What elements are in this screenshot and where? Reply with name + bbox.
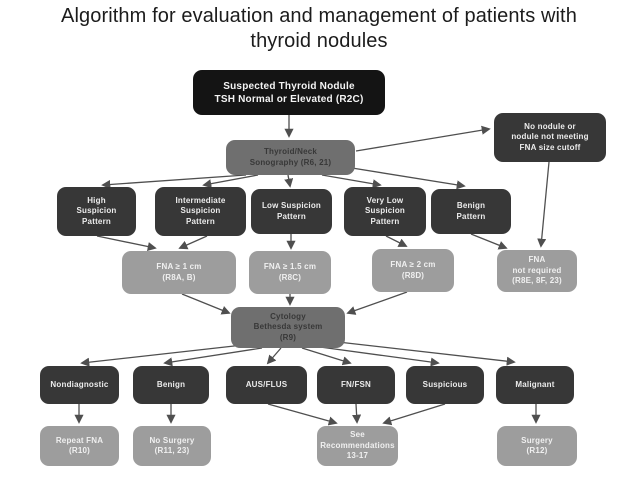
node-fn-fsn: FN/FSN [317,366,395,404]
edge-cytology-to-aus_flus [266,347,282,365]
edge-benign_pattern-to-fna_not_required [470,233,508,250]
node-nondiagnostic: Nondiagnostic [40,366,119,404]
edge-no_nodule-to-fna_not_required [537,161,550,248]
node-intermediate-suspicion-pattern: Intermediate Suspicion Pattern [155,187,246,236]
edge-sonography-to-low [284,174,294,188]
node-very-low-suspicion-pattern: Very Low Suspicion Pattern [344,187,426,236]
node-repeat-fna: Repeat FNA (R10) [40,426,119,466]
edge-intermediate-to-fna_1cm [178,235,208,250]
edge-very_low-to-fna_2cm [385,235,408,247]
node-benign-pattern: Benign Pattern [431,189,511,234]
edge-cytology-to-benign [163,347,263,367]
edge-sonography-to-benign_pattern [351,167,466,190]
node-benign-cytology: Benign [133,366,209,404]
edge-aus_flus-to-see_recommendations [267,403,338,426]
node-fna-1cm: FNA ≥ 1 cm (R8A, B) [122,251,236,294]
node-see-recommendations: See Recommendations 13-17 [317,426,398,466]
edge-sonography-to-no_nodule [355,125,491,152]
edge-sonography-to-very_low [321,174,382,189]
edge-cytology-to-malignant [337,341,516,366]
page-title: Algorithm for evaluation and management … [61,5,577,52]
node-no-nodule: No nodule or nodule not meeting FNA size… [494,113,606,162]
node-low-suspicion-pattern: Low Suspicion Pattern [251,189,332,234]
edge-suspicious-to-see_recommendations [382,403,446,426]
node-surgery: Surgery (R12) [497,426,577,466]
node-fna-1-5cm: FNA ≥ 1.5 cm (R8C) [249,251,331,294]
node-malignant: Malignant [496,366,574,404]
node-thyroid-neck-sonography: Thyroid/Neck Sonography (R6, 21) [226,140,355,175]
node-fna-2cm: FNA ≥ 2 cm (R8D) [372,249,454,292]
node-fna-not-required: FNA not required (R8E, 8F, 23) [497,250,577,292]
edge-fn_fsn-to-see_recommendations [352,403,362,424]
node-suspicious: Suspicious [406,366,484,404]
edge-fna_2cm-to-cytology [346,291,408,315]
edge-sonography-to-intermediate [202,174,259,189]
node-suspected-thyroid-nodule: Suspected Thyroid Nodule TSH Normal or E… [193,70,385,115]
node-aus-flus: AUS/FLUS [226,366,307,404]
node-cytology-bethesda: Cytology Bethesda system (R9) [231,307,345,348]
node-high-suspicion-pattern: High Suspicion Pattern [57,187,136,236]
edge-cytology-to-nondiagnostic [80,343,253,367]
edge-high-to-fna_1cm [96,235,157,251]
edge-cytology-to-suspicious [319,346,440,367]
edge-cytology-to-fn_fsn [301,347,352,366]
edge-fna_1cm-to-cytology [181,293,231,315]
node-no-surgery: No Surgery (R11, 23) [133,426,211,466]
edge-sonography-to-high [101,174,247,190]
